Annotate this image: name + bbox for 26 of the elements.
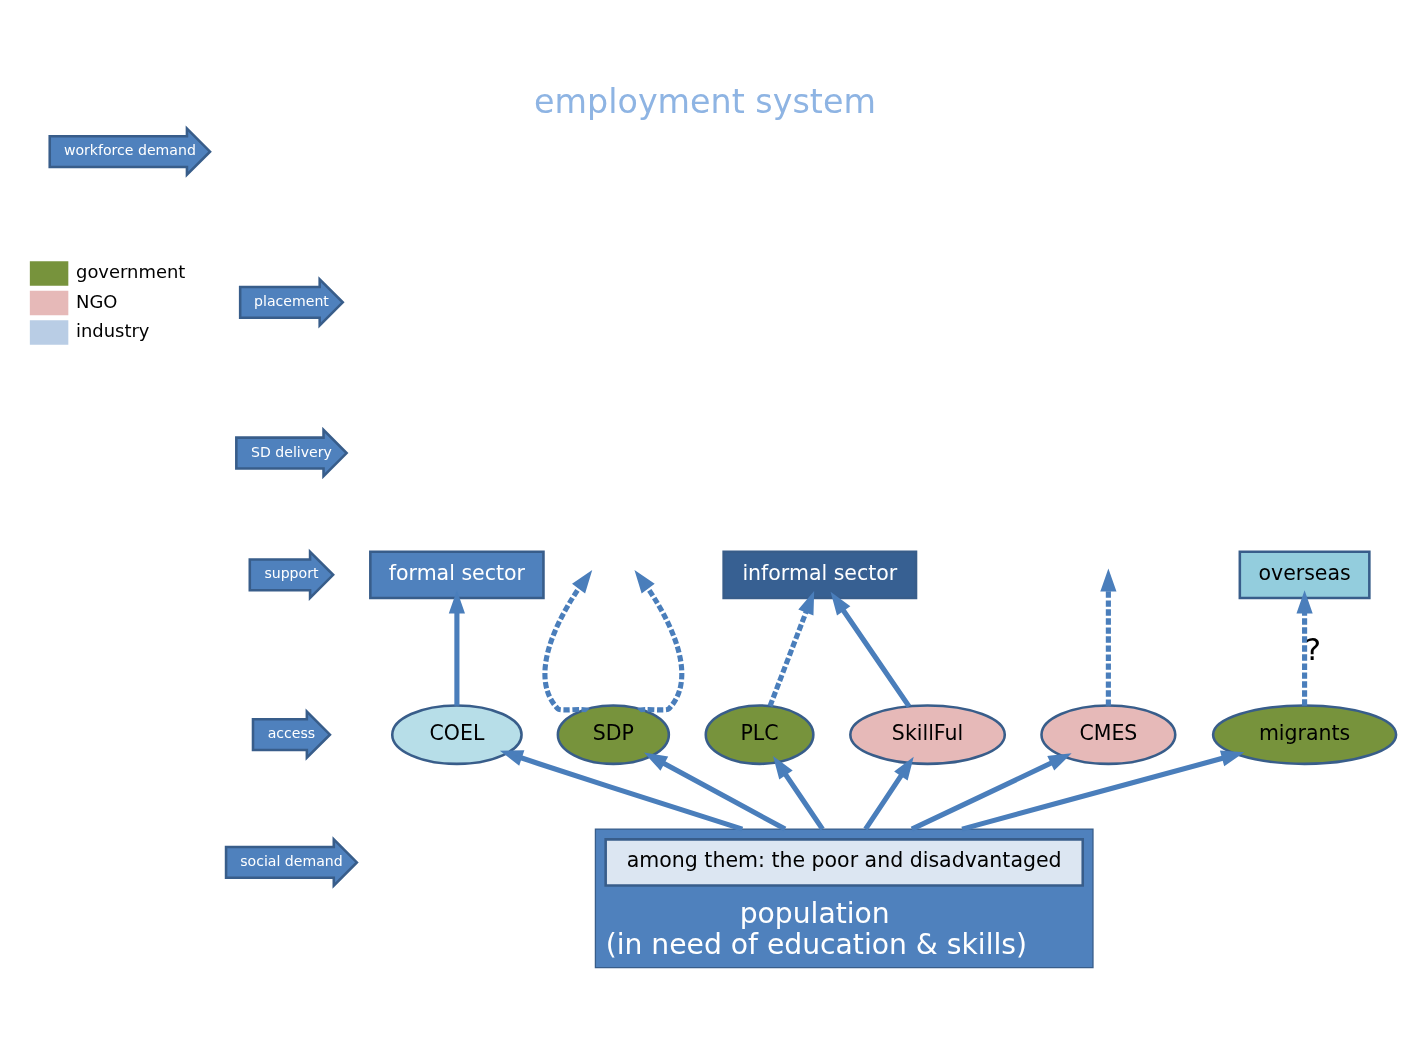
- arrow: [773, 755, 825, 831]
- node-ellipse: SDP: [556, 704, 671, 766]
- arrow: [1296, 590, 1313, 706]
- arrow: [961, 750, 1245, 832]
- node-ellipse: SkillFul: [849, 704, 1007, 766]
- arrow: [767, 590, 815, 707]
- arrow: [542, 569, 593, 713]
- legend-label: NGO: [76, 290, 118, 312]
- edge-label: ?: [1304, 630, 1322, 667]
- node-box: formal sector: [369, 550, 545, 600]
- legend-label: industry: [76, 320, 150, 342]
- arrow: [1100, 568, 1117, 706]
- legend-label: government: [76, 261, 186, 283]
- node-ellipse: CMES: [1040, 704, 1177, 766]
- node-box: overseas: [1238, 550, 1371, 600]
- arrow: [830, 591, 912, 708]
- arrow: [634, 569, 685, 713]
- arrow: [499, 750, 744, 832]
- arrow: [448, 590, 465, 706]
- arrow: [644, 752, 787, 832]
- arrow: [863, 756, 914, 831]
- node-box: among them: the poor and disadvantaged: [604, 838, 1084, 887]
- diagram-title: employment system: [534, 81, 876, 121]
- arrow: [910, 753, 1072, 832]
- node-ellipse: PLC: [704, 704, 815, 766]
- node-box: informal sector: [722, 550, 918, 600]
